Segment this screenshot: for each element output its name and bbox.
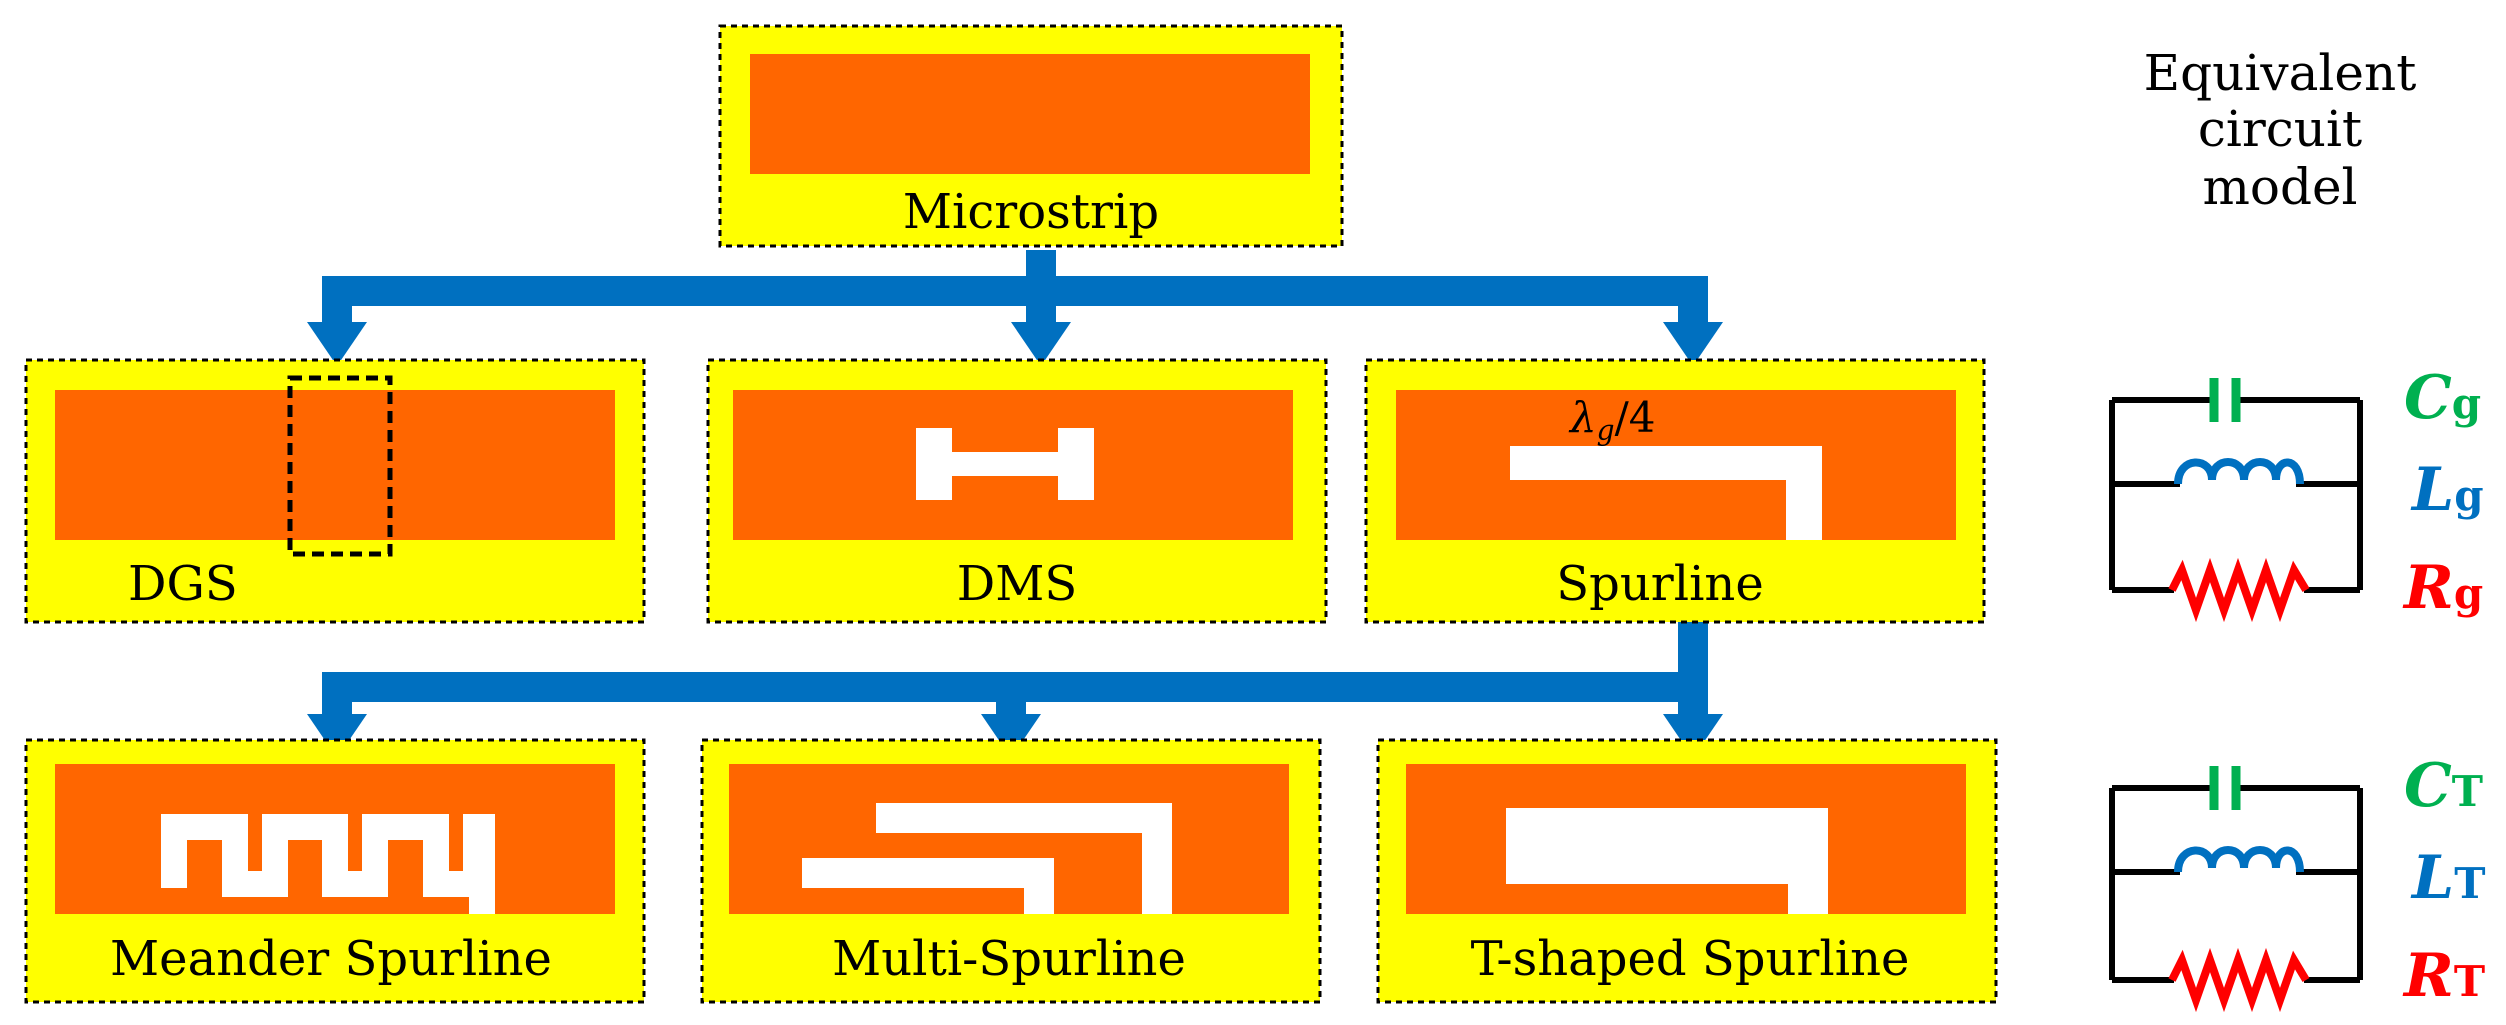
connector-drop-left [322, 672, 352, 716]
svg-text:Equivalent: Equivalent [2144, 44, 2417, 102]
inductor-icon [2174, 458, 2304, 485]
connector-drop-right [1678, 672, 1708, 716]
arrowhead-down-icon [1011, 322, 1071, 366]
tree-connectors-top [307, 250, 1723, 366]
l-g-label: Lg [2410, 455, 2484, 525]
dumbbell-slot [916, 428, 1094, 500]
connector-drop-center [996, 672, 1026, 716]
svg-text:model: model [2202, 158, 2357, 216]
defect-outline [287, 375, 393, 557]
connector-drop-left [322, 276, 352, 324]
strip [729, 764, 1289, 914]
strip [750, 54, 1310, 174]
spurline-label: Spurline [1556, 556, 1764, 612]
arrowhead-down-icon [1663, 322, 1723, 366]
l-slot [1510, 446, 1822, 540]
arrowhead-down-icon [981, 714, 1041, 758]
resistor-icon [2168, 557, 2310, 623]
strip [55, 390, 615, 540]
r-t-label: RT [2402, 941, 2485, 1011]
dms-panel: DMS [706, 358, 1328, 624]
connector-drop-center [1026, 276, 1056, 324]
multi-slot [802, 803, 1172, 914]
equivalent-circuit-2: CT LT RT [2109, 751, 2485, 1013]
multi-spurline-label: Multi-Spurline [832, 931, 1186, 987]
t-shaped-spurline-label: T-shaped Spurline [1471, 931, 1910, 987]
svg-text:circuit: circuit [2198, 100, 2362, 158]
t-slot [1506, 808, 1828, 914]
arrowhead-down-icon [307, 322, 367, 366]
connector-bar [322, 276, 1708, 306]
equivalent-circuit-title: Equivalent circuit model [2144, 44, 2417, 216]
quarter-wave-label: λg/4 [1568, 393, 1655, 447]
r-g-label: Rg [2402, 553, 2483, 623]
t-shaped-spurline-panel: T-shaped Spurline [1376, 738, 1998, 1004]
capacitor-icon [2209, 378, 2241, 422]
tree-connectors-bottom [307, 622, 1723, 758]
connector-drop-right [1678, 276, 1708, 324]
inductor-icon [2174, 846, 2304, 873]
multi-spurline-panel: Multi-Spurline [700, 738, 1322, 1004]
meander-spurline-label: Meander Spurline [110, 931, 552, 987]
microstrip-panel: Microstrip [718, 24, 1344, 248]
l-t-label: LT [2410, 843, 2485, 913]
meander-spurline-panel: Meander Spurline [24, 738, 646, 1004]
equivalent-circuit-1: Cg Lg Rg [2109, 363, 2484, 623]
arrowhead-down-icon [307, 714, 367, 758]
resistor-icon [2168, 947, 2310, 1013]
dgs-label: DGS [128, 556, 238, 612]
meander-slot [161, 814, 495, 914]
c-g-label: Cg [2404, 363, 2481, 433]
circuit-frame [2109, 785, 2363, 983]
microstrip-label: Microstrip [903, 184, 1159, 240]
c-t-label: CT [2404, 751, 2483, 821]
dms-label: DMS [957, 556, 1078, 612]
spurline-panel: λg/4 Spurline [1364, 358, 1986, 624]
dgs-panel: DGS [24, 358, 646, 624]
capacitor-icon [2209, 766, 2241, 810]
circuit-frame [2109, 397, 2363, 593]
arrowhead-down-icon [1663, 714, 1723, 758]
